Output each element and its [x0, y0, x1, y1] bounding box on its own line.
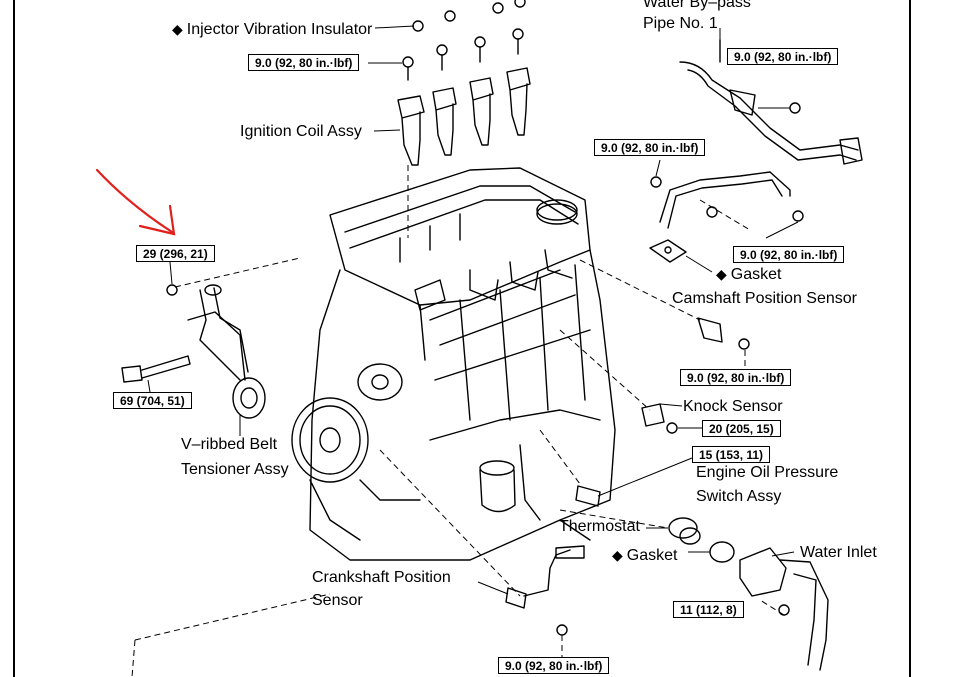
thermostat-inlet: [668, 517, 829, 671]
red-annotation-arrow: [95, 168, 176, 236]
belt-tensioner: [121, 284, 266, 419]
ignition-coil-assy-label: Ignition Coil Assy: [240, 123, 362, 140]
label-text: Gasket: [626, 547, 678, 564]
engine-oil-pressure-label-line2: Switch Assy: [696, 488, 782, 505]
non-reusable-mark: ◆: [716, 266, 727, 282]
v-ribbed-belt-label-line2: Tensioner Assy: [181, 461, 289, 478]
label-text: Gasket: [730, 266, 782, 283]
ignition-coils: [397, 0, 531, 166]
v-ribbed-belt-label-line1: V–ribbed Belt: [181, 436, 278, 453]
torque-box-crankshaft-sensor: 9.0 (92, 80 in.·lbf): [498, 657, 610, 674]
sensors: [575, 317, 750, 507]
thermostat-label: Thermostat: [559, 518, 640, 535]
gasket-upper-label: ◆Gasket: [716, 265, 781, 284]
torque-box-knock-sensor: 20 (205, 15): [702, 420, 781, 437]
torque-box-coil-bolt: 9.0 (92, 80 in.·lbf): [248, 54, 360, 71]
engine-oil-pressure-label-line1: Engine Oil Pressure: [696, 464, 839, 481]
torque-box-bypass-low: 9.0 (92, 80 in.·lbf): [733, 246, 845, 263]
torque-box-water-inlet: 11 (112, 8): [673, 601, 744, 618]
engine-block: [291, 167, 616, 561]
gasket-lower-label: ◆Gasket: [612, 546, 677, 565]
torque-box-bypass-top: 9.0 (92, 80 in.·lbf): [727, 48, 839, 65]
water-bypass-pipe-label-line2: Pipe No. 1: [643, 15, 718, 32]
non-reusable-mark: ◆: [612, 547, 623, 563]
torque-box-tensioner-bolt: 69 (704, 51): [113, 392, 192, 409]
crankshaft-position-label-line2: Sensor: [312, 592, 363, 609]
crankshaft-sensor: [505, 545, 585, 636]
label-text: Injector Vibration Insulator: [186, 21, 373, 38]
camshaft-position-sensor-label: Camshaft Position Sensor: [672, 290, 857, 307]
water-bypass-pipe-label-line1: Water By–pass: [643, 0, 751, 11]
torque-box-tensioner-nut: 29 (296, 21): [136, 245, 215, 262]
water-inlet-label: Water Inlet: [800, 544, 877, 561]
torque-box-bypass-mid: 9.0 (92, 80 in.·lbf): [594, 139, 706, 156]
crankshaft-position-label-line1: Crankshaft Position: [312, 569, 451, 586]
torque-box-camshaft-sensor: 9.0 (92, 80 in.·lbf): [680, 369, 792, 386]
injector-vibration-insulator-label: ◆Injector Vibration Insulator: [172, 20, 372, 39]
torque-box-oil-pressure: 15 (153, 11): [692, 446, 771, 463]
knock-sensor-label: Knock Sensor: [683, 398, 783, 415]
non-reusable-mark: ◆: [172, 21, 183, 37]
